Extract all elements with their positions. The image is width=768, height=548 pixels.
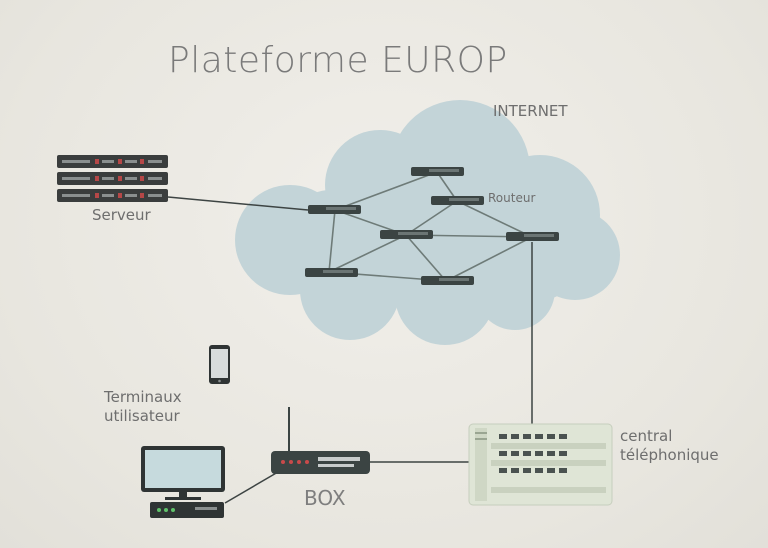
router-label: Routeur bbox=[488, 191, 536, 205]
central-label: central téléphonique bbox=[620, 427, 719, 465]
server-rack-icon bbox=[57, 155, 168, 202]
router-icon bbox=[431, 196, 484, 205]
router-icon bbox=[305, 268, 358, 277]
router-icon bbox=[380, 230, 433, 239]
terminals-label: Terminaux utilisateur bbox=[104, 388, 182, 426]
desktop-computer-icon bbox=[141, 446, 225, 518]
central-label-line1: central bbox=[620, 427, 673, 445]
smartphone-icon bbox=[209, 345, 230, 384]
server-label: Serveur bbox=[92, 206, 151, 224]
terminals-label-line2: utilisateur bbox=[104, 407, 180, 425]
wifi-box-icon bbox=[271, 407, 370, 474]
internet-cloud bbox=[235, 100, 620, 345]
central-label-line2: téléphonique bbox=[620, 446, 719, 464]
diagram-title: Plateforme EUROP bbox=[168, 40, 508, 81]
router-icon bbox=[506, 232, 559, 241]
terminals-label-line1: Terminaux bbox=[104, 388, 182, 406]
telephone-switch-icon bbox=[468, 423, 613, 506]
box-label: BOX bbox=[304, 486, 346, 510]
router-icon bbox=[308, 205, 361, 214]
internet-label: INTERNET bbox=[493, 102, 568, 120]
router-icon bbox=[421, 276, 474, 285]
external-links bbox=[167, 196, 533, 504]
router-icon bbox=[411, 167, 464, 176]
